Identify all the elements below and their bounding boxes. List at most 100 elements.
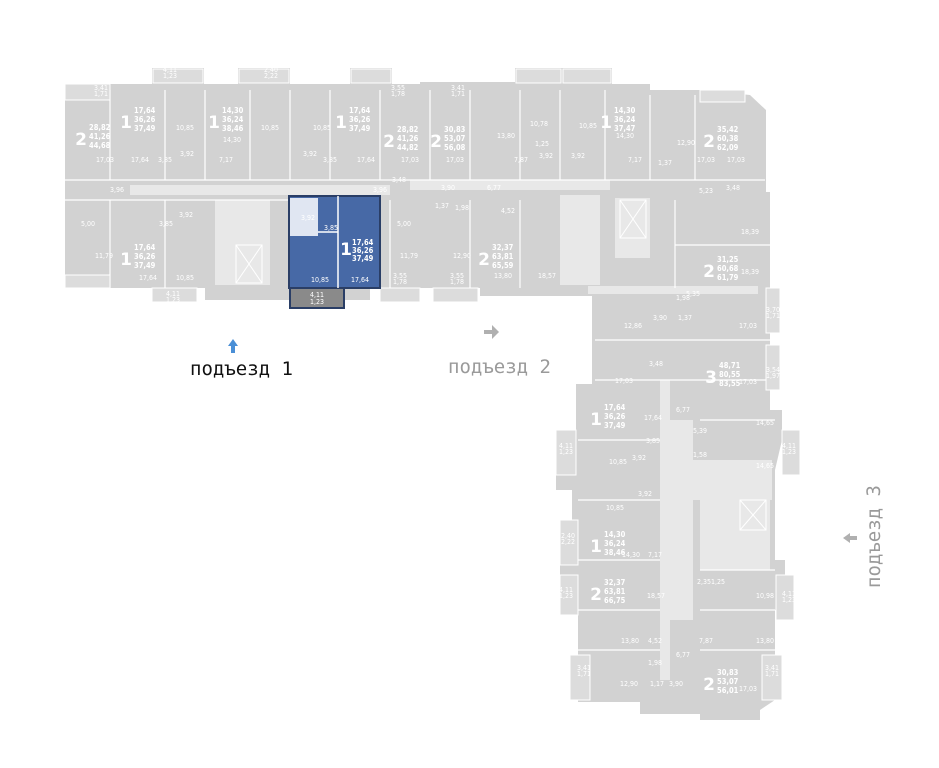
room-area-label: 4,11: [311, 66, 325, 74]
room-area-label: 17,03: [446, 156, 464, 164]
room-area-label: 3,70: [766, 306, 780, 314]
room-count: 1: [590, 537, 602, 557]
room-area-label: 1,25: [535, 140, 549, 148]
selected-area-value: 36,26: [352, 246, 374, 255]
area-value: 38,46: [222, 124, 244, 133]
area-value: 14,30: [614, 106, 636, 115]
room-area-label: 13,80: [494, 272, 512, 280]
area-value: 28,82: [397, 125, 419, 134]
selected-room-area: 3,92: [301, 214, 315, 222]
room-area-label: 18,39: [741, 228, 759, 236]
area-value: 66,75: [604, 596, 626, 605]
selected-area-value: 37,49: [352, 254, 374, 263]
entrance-3-label[interactable]: подъезд 3: [863, 485, 885, 588]
room-area-label: 17,03: [739, 685, 757, 693]
room-area-label: 4,11: [166, 290, 180, 298]
area-value: 31,25: [717, 255, 739, 264]
room-area-label: 1,23: [782, 448, 796, 456]
room-area-label: 2,22: [561, 538, 575, 546]
area-value: 17,64: [604, 403, 626, 412]
room-area-label: 12,90: [453, 252, 471, 260]
selected-room-area: 17,64: [351, 276, 369, 284]
room-area-label: 7,87: [514, 156, 528, 164]
entrance-1-label[interactable]: подъезд 1: [190, 358, 293, 380]
area-value: 37,49: [134, 261, 156, 270]
room-area-label: 1,71: [577, 670, 591, 678]
room-area-label: 1,71: [766, 312, 780, 320]
area-value: 36,24: [614, 115, 636, 124]
room-area-label: 4,52: [501, 207, 515, 215]
room-area-label: 5,23: [699, 187, 713, 195]
room-area-label: 10,85: [609, 458, 627, 466]
area-value: 60,38: [717, 134, 739, 143]
area-value: 17,64: [134, 106, 156, 115]
room-area-label: 3,41: [577, 664, 591, 672]
room-area-label: 3,90: [441, 184, 455, 192]
room-area-label: 13,80: [497, 132, 515, 140]
room-area-label: 3,90: [669, 680, 683, 688]
room-area-label: 1,58: [693, 451, 707, 459]
room-area-label: 1,23: [166, 296, 180, 304]
room-area-label: 2,22: [264, 72, 278, 80]
area-value: 65,59: [492, 261, 514, 270]
room-area-label: 1,97: [766, 372, 780, 380]
area-value: 36,24: [222, 115, 244, 124]
area-value: 37,49: [604, 421, 626, 430]
area-value: 83,55: [719, 379, 741, 388]
room-area-label: 17,03: [739, 378, 757, 386]
room-count: 2: [703, 262, 715, 282]
stairs: [235, 199, 767, 531]
room-area-label: 11,79: [400, 252, 418, 260]
selected-apartment[interactable]: [288, 195, 381, 309]
room-count: 1: [590, 410, 602, 430]
area-value: 60,68: [717, 264, 739, 273]
area-value: 56,01: [717, 686, 739, 695]
area-value: 32,37: [492, 243, 514, 252]
area-value: 36,26: [134, 252, 156, 261]
area-value: 80,55: [719, 370, 741, 379]
room-area-label: 10,85: [176, 274, 194, 282]
room-area-label: 14,30: [223, 136, 241, 144]
room-area-label: 3,92: [539, 152, 553, 160]
selected-balcony-area: 1,23: [310, 298, 324, 306]
room-area-label: 1,23: [559, 448, 573, 456]
room-count: 1: [120, 250, 132, 270]
room-area-label: 5,35: [686, 290, 700, 298]
room-area-label: 7,17: [219, 156, 233, 164]
room-area-label: 1,71: [451, 90, 465, 98]
room-area-label: 18,39: [741, 268, 759, 276]
room-count: 2: [478, 250, 490, 270]
entrance-2-label[interactable]: подъезд 2: [448, 356, 551, 378]
area-value: 53,07: [717, 677, 739, 686]
room-area-label: 1,71: [94, 90, 108, 98]
area-value: 14,30: [604, 530, 626, 539]
room-area-label: 17,64: [357, 156, 375, 164]
room-area-label: 1,37: [678, 314, 692, 322]
room-count: 2: [703, 132, 715, 152]
room-count: 1: [120, 113, 132, 133]
room-area-label: 4,11: [782, 442, 796, 450]
room-area-label: 3,92: [179, 211, 193, 219]
area-value: 63,81: [604, 587, 626, 596]
room-area-label: 4,52: [648, 637, 662, 645]
room-area-label: 1,78: [393, 278, 407, 286]
room-area-label: 1,98: [676, 294, 690, 302]
selected-room-area: 3,85: [324, 224, 338, 232]
room-area-label: 3,48: [392, 176, 406, 184]
